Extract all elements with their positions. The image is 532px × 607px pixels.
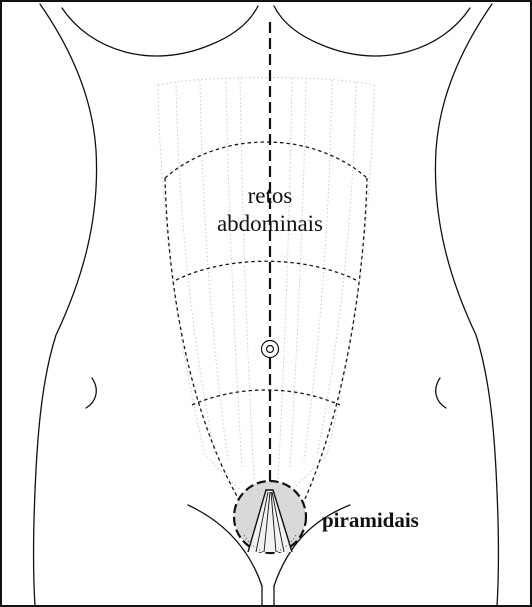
label-abdominais: abdominais (217, 211, 323, 236)
label-piramidais: piramidais (322, 508, 419, 532)
pyramidalis-muscle (234, 481, 306, 553)
navel-icon (262, 341, 279, 358)
label-retos: retos (248, 183, 293, 208)
